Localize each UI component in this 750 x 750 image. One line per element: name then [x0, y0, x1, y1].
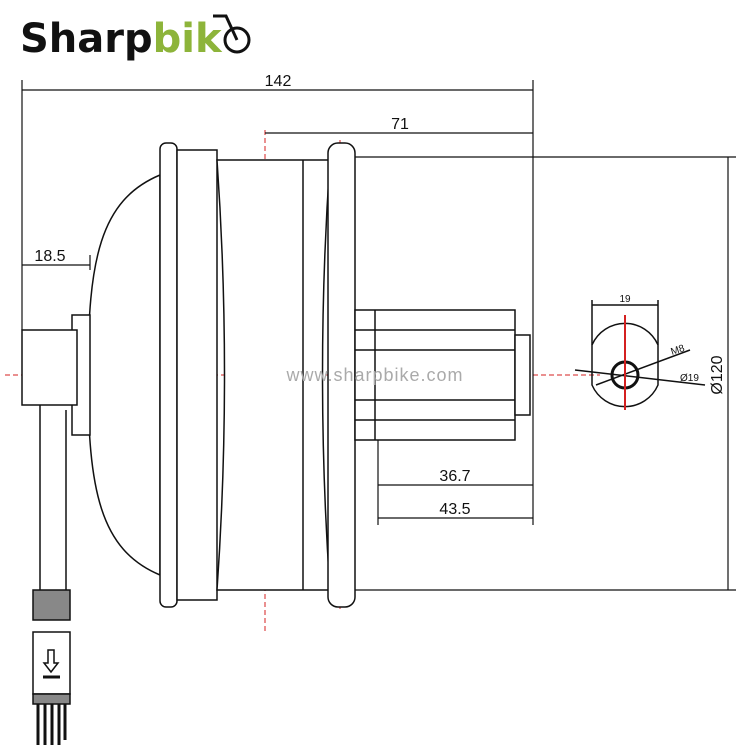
dim-flat-width: 19	[619, 294, 631, 305]
axle-detail	[574, 300, 706, 410]
watermark: www.sharpbike.com	[285, 365, 463, 385]
dim-freewheel-outer: 43.5	[439, 501, 470, 518]
svg-text:Sharpbik: Sharpbik	[20, 16, 223, 62]
bicycle-icon	[213, 14, 251, 54]
logo-accent-text: bik	[153, 16, 223, 62]
dimension-lines	[21, 80, 736, 591]
dim-diameter: Ø120	[709, 355, 726, 394]
dim-thread: M8	[670, 343, 687, 358]
dim-overall-width: 142	[265, 73, 292, 90]
motor-hub	[21, 142, 531, 608]
cable-connector	[32, 405, 71, 745]
dim-axle-diameter: Ø19	[680, 373, 699, 384]
dim-freewheel-inner: 36.7	[439, 468, 470, 485]
dim-half-width: 71	[391, 116, 409, 133]
dim-left-offset: 18.5	[34, 248, 65, 265]
logo: Sharpbik	[20, 14, 251, 62]
logo-dark-text: Sharp	[20, 16, 153, 62]
arrow-down-icon	[42, 649, 60, 679]
